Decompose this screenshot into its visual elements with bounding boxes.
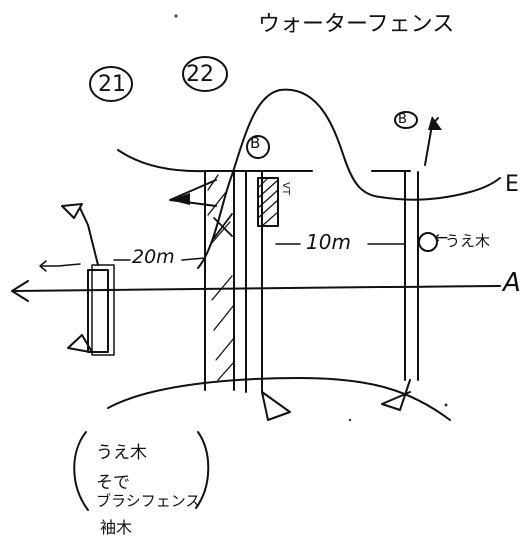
sign-text: VT	[280, 182, 291, 195]
note-line-4: 袖木	[100, 518, 133, 537]
circle-b	[246, 135, 270, 159]
left-unit-base	[67, 334, 93, 353]
left-pennant-fill	[170, 193, 190, 205]
hill-curve	[197, 88, 501, 269]
left-unit-pole	[79, 207, 99, 266]
axis-a-arrowhead	[11, 280, 29, 302]
note-left-paren	[73, 431, 89, 511]
left-unit-outer	[91, 264, 115, 356]
note-right-paren	[195, 431, 210, 509]
left-unit-flag	[61, 203, 83, 219]
bottom-pennant-right	[381, 379, 411, 411]
left-pennant	[169, 179, 217, 207]
distance-10m: 10m	[306, 230, 351, 254]
note-line-1: うえ木	[96, 443, 147, 463]
label-a: A	[503, 268, 521, 298]
plant-circle	[418, 232, 438, 252]
dot	[348, 418, 352, 422]
dot	[444, 403, 448, 407]
right-flag	[428, 116, 442, 130]
bottom-boundary-curve	[107, 377, 451, 421]
circle-22	[182, 56, 228, 92]
left-arrow	[39, 260, 81, 272]
top-boundary-curve	[117, 149, 206, 173]
right-fence-post	[404, 171, 419, 381]
label-22: 22	[186, 62, 214, 87]
plant-arrow: ←	[434, 228, 449, 248]
label-21: 21	[98, 72, 126, 97]
middle-fence-post	[245, 171, 263, 393]
distance-20m: 20m	[132, 246, 175, 268]
plant-label: うえ木	[445, 232, 491, 250]
dimension-20m	[113, 257, 206, 261]
circle-b2	[394, 111, 418, 129]
label-b: B	[250, 134, 261, 152]
diagram-title: ウォーターフェンス	[258, 12, 455, 37]
left-fence-block	[204, 171, 235, 391]
label-e: E	[505, 172, 519, 197]
x-mark	[213, 213, 233, 239]
sign-hatching	[257, 177, 279, 227]
circle-21	[89, 66, 133, 102]
note-line-2: そで	[96, 473, 130, 493]
bottom-pennant-mid	[261, 391, 291, 421]
left-unit	[87, 269, 109, 353]
note-line-3: ブラシフェンス	[96, 492, 201, 510]
dot	[174, 14, 178, 18]
axis-a-line	[13, 285, 501, 292]
label-b2: B	[398, 112, 407, 127]
